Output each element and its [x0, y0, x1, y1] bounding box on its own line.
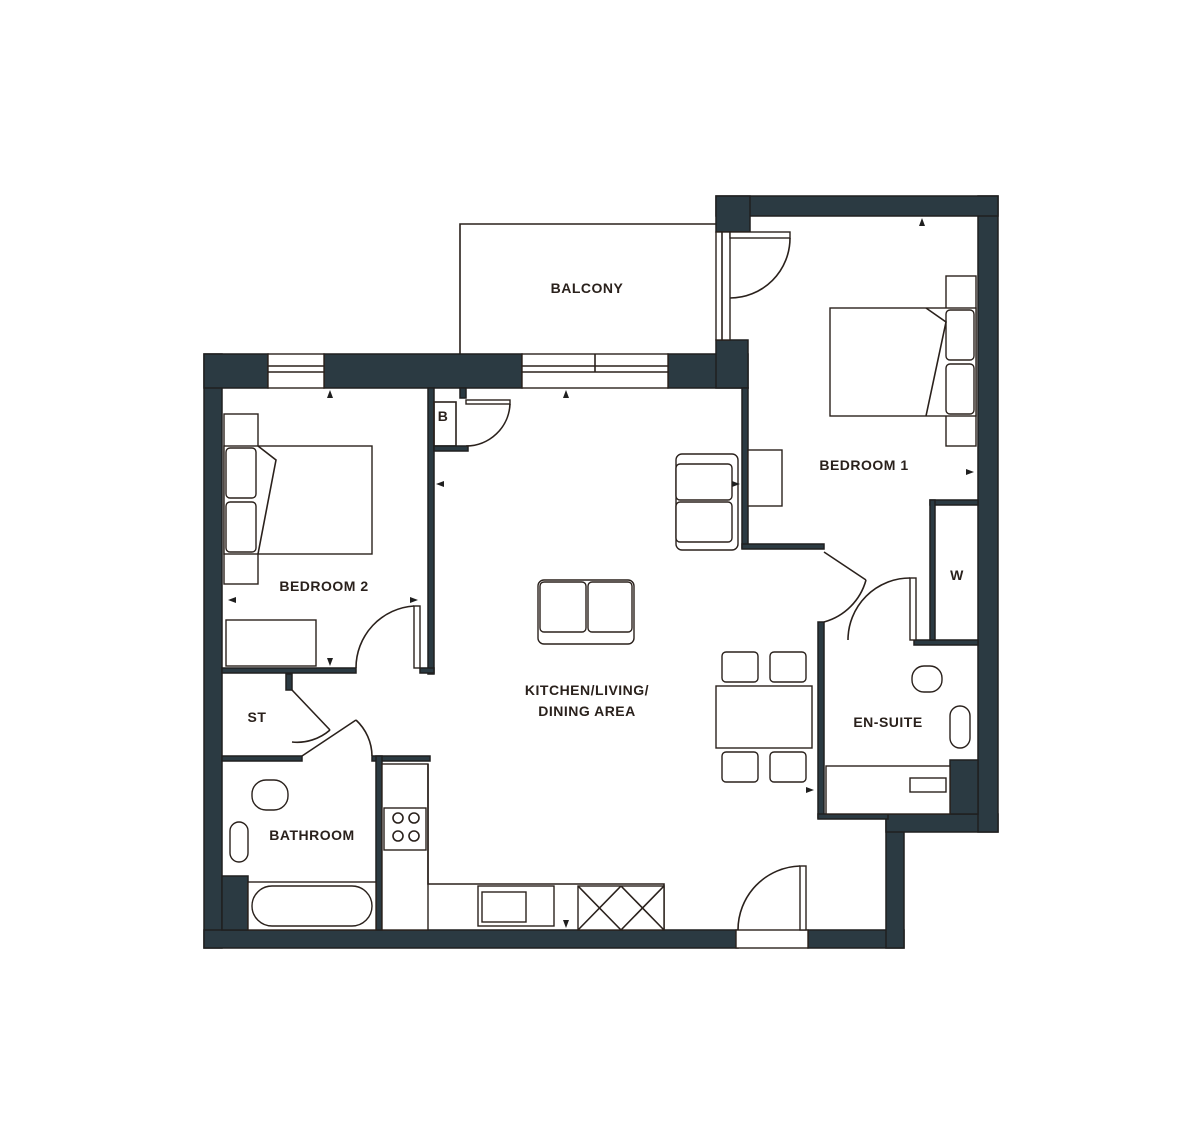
room-labels: BALCONY BEDROOM 1 BEDROOM 2 B W KITCHEN/…	[248, 280, 964, 843]
label-balcony: BALCONY	[551, 280, 624, 296]
kitchen-units	[381, 763, 665, 931]
label-storage: ST	[248, 709, 267, 725]
doors	[291, 231, 917, 931]
bedroom1-furniture	[747, 275, 977, 507]
label-ensuite: EN-SUITE	[853, 714, 922, 730]
bathroom-fixtures	[229, 779, 377, 931]
bedroom2-furniture	[223, 413, 373, 667]
windows	[267, 231, 809, 949]
label-wardrobe: W	[950, 567, 964, 583]
balcony-area	[459, 223, 716, 354]
label-boiler: B	[438, 408, 449, 424]
interior-walls	[221, 387, 979, 931]
living-furniture	[537, 453, 813, 783]
arrow-markers	[228, 218, 974, 928]
label-kitchen-line2: DINING AREA	[538, 703, 636, 719]
label-bedroom-2: BEDROOM 2	[279, 578, 368, 594]
exterior-walls	[203, 195, 999, 949]
label-bathroom: BATHROOM	[269, 827, 354, 843]
label-bedroom-1: BEDROOM 1	[819, 457, 908, 473]
label-kitchen-line1: KITCHEN/LIVING/	[525, 682, 649, 698]
ensuite-fixtures	[825, 665, 971, 815]
